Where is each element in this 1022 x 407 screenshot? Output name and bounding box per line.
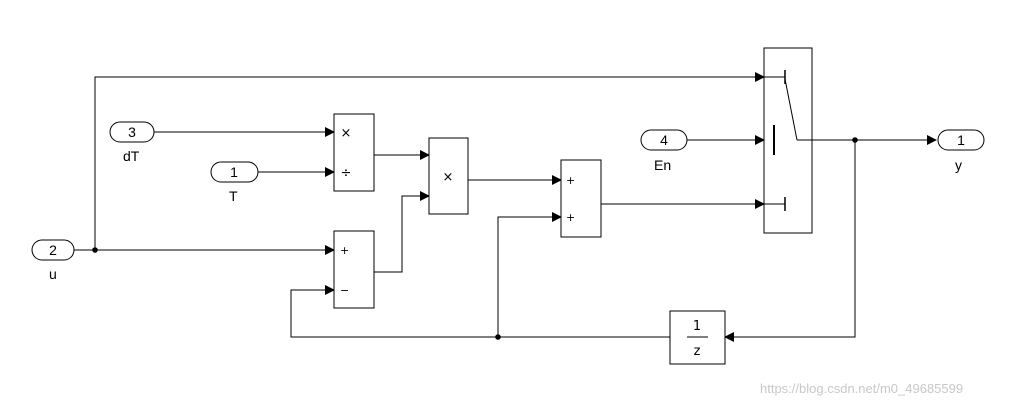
outport-y-label: y <box>955 157 962 173</box>
inport-En-label: En <box>654 157 671 173</box>
wire-u-to-switch <box>94 72 765 250</box>
sum-plus-sign-1: + <box>566 174 575 187</box>
inport-T-number: 1 <box>230 164 238 180</box>
inport-dT-label: dT <box>123 148 140 164</box>
junction-dot-y <box>852 137 858 143</box>
inport-En-number: 4 <box>660 132 668 148</box>
divide-block[interactable]: × ÷ <box>333 113 375 192</box>
product-block[interactable]: × <box>428 137 469 215</box>
inport-u[interactable]: 2 u <box>31 239 75 282</box>
junction-dot-delay <box>495 334 501 340</box>
inport-u-label: u <box>49 266 57 282</box>
inport-T-label: T <box>229 188 238 204</box>
sum-block[interactable]: + + <box>560 159 602 238</box>
subtract-plus-sign: + <box>340 244 349 257</box>
divide-multiply-sign: × <box>341 126 352 141</box>
wire-delay-to-sum <box>497 212 562 337</box>
subtract-minus-sign: − <box>340 284 349 297</box>
switch-contact-icon <box>764 70 812 211</box>
outport-y[interactable]: 1 y <box>937 129 985 173</box>
wire-delay-to-subtract <box>290 285 670 338</box>
inport-u-number: 2 <box>49 242 57 258</box>
product-multiply-sign: × <box>443 170 454 185</box>
subtract-block[interactable]: + − <box>333 230 375 309</box>
unit-delay-numerator: 1 <box>693 319 701 334</box>
junction-dot-u <box>92 247 98 253</box>
watermark-text: https://blog.csdn.net/m0_49685599 <box>760 381 963 396</box>
wire-subtract-to-product <box>374 191 430 273</box>
sum-plus-sign-2: + <box>566 211 575 224</box>
inport-En[interactable]: 4 En <box>640 129 688 173</box>
inport-T[interactable]: 1 T <box>210 161 259 204</box>
divide-divide-sign: ÷ <box>341 166 352 181</box>
inport-dT[interactable]: 3 dT <box>109 121 155 164</box>
unit-delay-denominator: z <box>694 344 701 359</box>
switch-block[interactable] <box>763 47 813 234</box>
outport-y-number: 1 <box>957 132 965 148</box>
unit-delay-block[interactable]: 1 z <box>669 310 726 365</box>
inport-dT-number: 3 <box>128 124 136 140</box>
wire-y-to-delay <box>724 140 856 342</box>
